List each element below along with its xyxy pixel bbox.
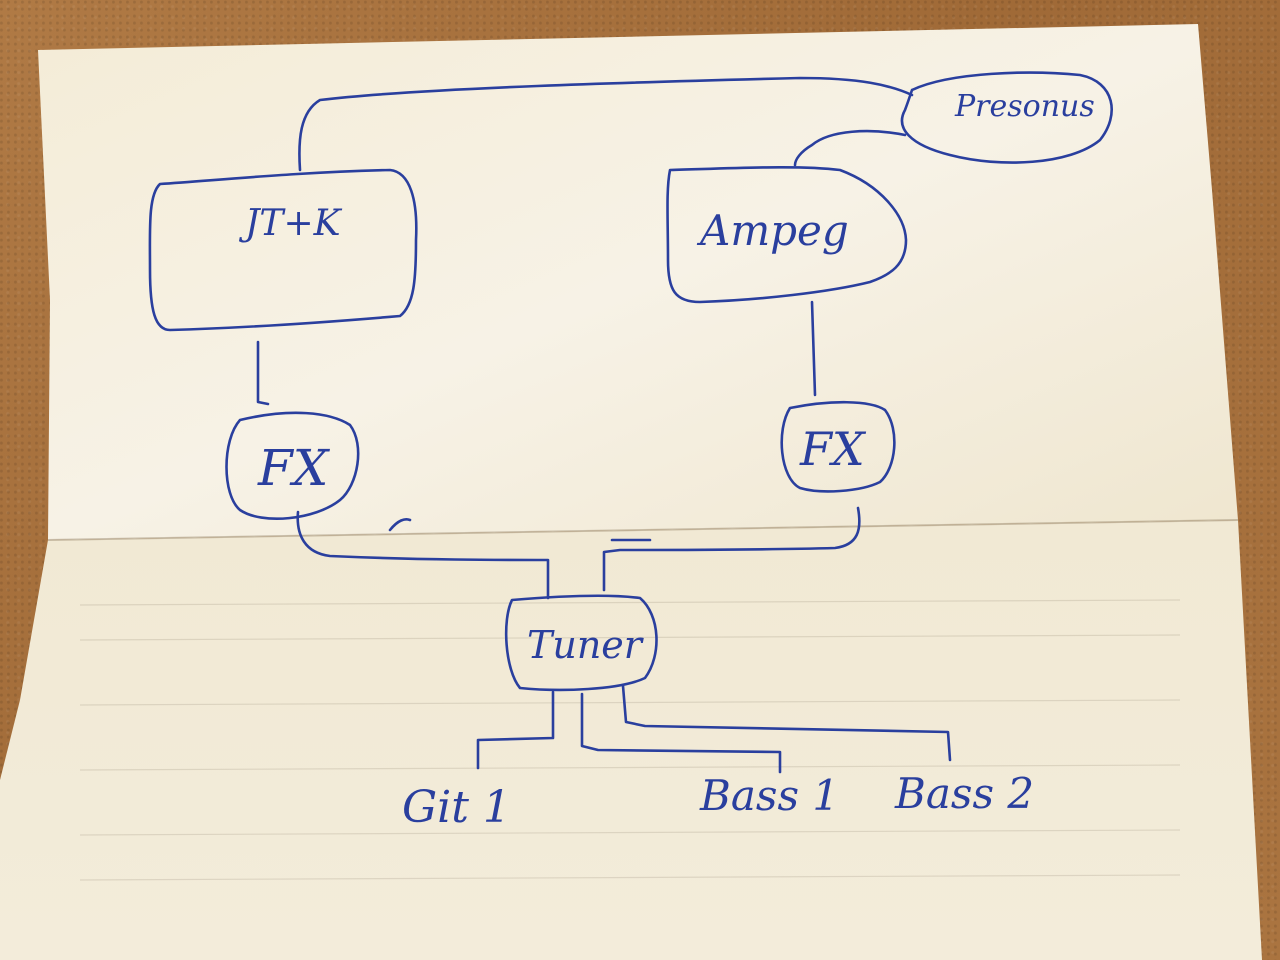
presonus-ellipse [900, 71, 1113, 164]
line-fx-right-tuner [602, 506, 861, 592]
paper-top-half [38, 24, 1238, 540]
bass1-label: Bass 1 [699, 771, 839, 820]
node-shapes [148, 71, 1113, 692]
presonus-label: Presonus [954, 89, 1095, 124]
line-tuner-git1 [476, 690, 555, 770]
line-ampeg-fx-right [810, 300, 817, 397]
line-fx-left-tuner [296, 510, 550, 600]
bass2-label: Bass 2 [894, 769, 1034, 818]
git1-label: Git 1 [402, 782, 511, 833]
connection-lines [256, 76, 952, 774]
ampeg-label: Ampeg [696, 206, 849, 255]
ampeg-box [666, 165, 908, 304]
tuner-label: Tuner [527, 623, 645, 667]
tuner-box [504, 594, 658, 692]
bleed-through-text [79, 599, 1181, 881]
fx-left-label: FX [257, 439, 331, 497]
paper-bottom-half [0, 520, 1262, 960]
line-jtk-fx-left [256, 340, 270, 406]
jtk-label: JT+K [238, 203, 343, 244]
line-presonus-ampeg [793, 129, 907, 167]
line-jtk-presonus [298, 76, 914, 172]
fx-left-circle [225, 411, 360, 520]
fx-right-circle [780, 400, 896, 493]
paper-fold [47, 519, 1239, 541]
jtk-box [148, 168, 418, 332]
line-tuner-bass2 [621, 684, 952, 762]
line-tuner-bass1 [580, 692, 782, 774]
fx-right-label: FX [799, 422, 867, 476]
